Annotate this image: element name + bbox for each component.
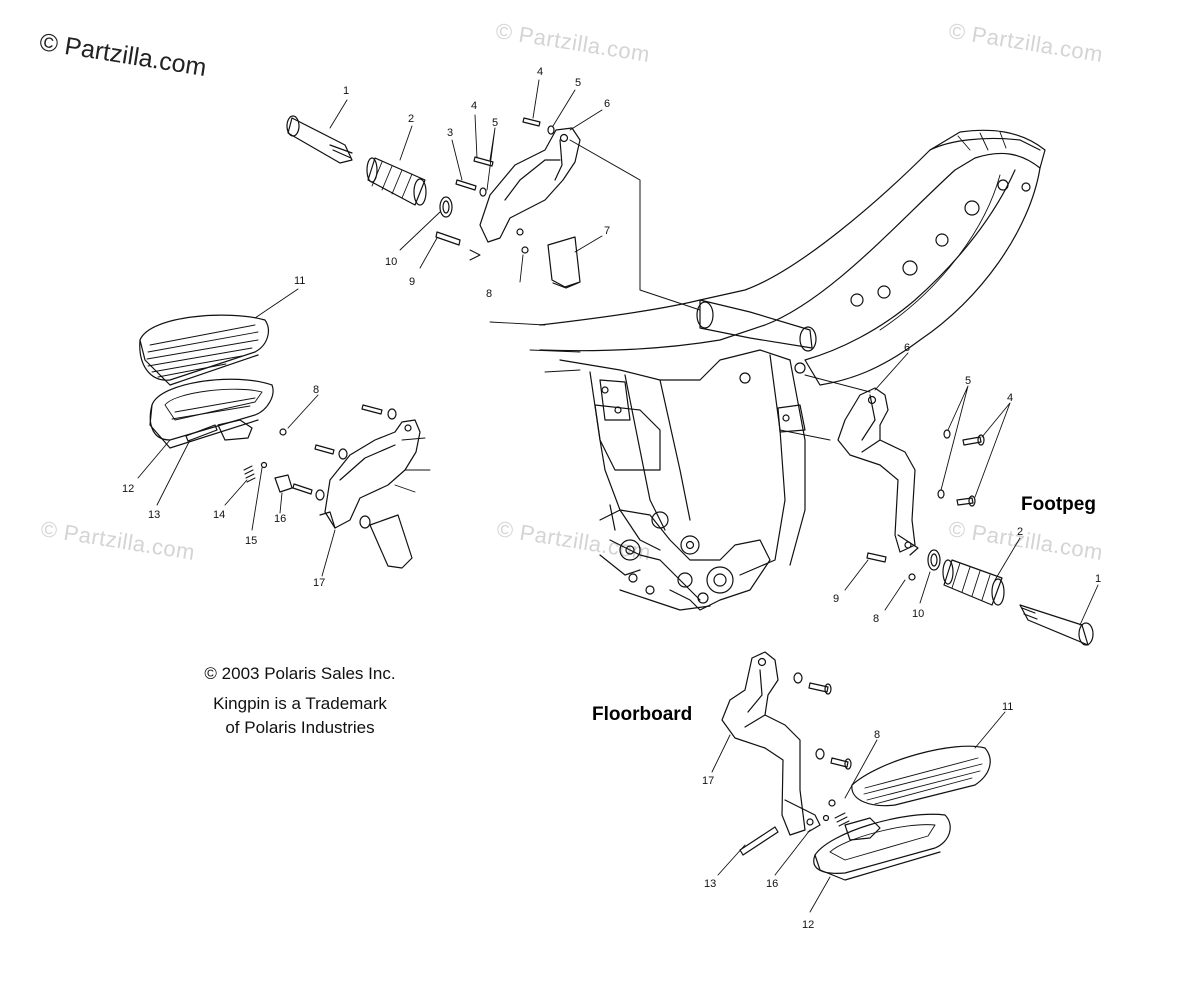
floorboard-assembly-right bbox=[721, 651, 991, 881]
callout-number: 8 bbox=[486, 288, 493, 300]
section-title-footpeg: Footpeg bbox=[1021, 494, 1096, 515]
callout-number: 10 bbox=[385, 256, 398, 268]
callout-number: 16 bbox=[766, 878, 779, 890]
callout-number: 2 bbox=[1017, 526, 1024, 538]
motorcycle-frame bbox=[489, 129, 1046, 611]
callout-number: 15 bbox=[245, 535, 258, 547]
footpeg-assembly-left bbox=[286, 115, 581, 289]
callout-number: 8 bbox=[313, 384, 320, 396]
trademark-line: Kingpin is a Trademark bbox=[213, 694, 387, 713]
callout-number: 8 bbox=[873, 613, 880, 625]
callout-number: 12 bbox=[122, 483, 135, 495]
footpeg-assembly-right bbox=[837, 387, 1094, 646]
callout-number: 2 bbox=[408, 113, 415, 125]
callout-number: 3 bbox=[447, 127, 454, 139]
callout-number: 10 bbox=[912, 608, 925, 620]
callout-number: 13 bbox=[704, 878, 717, 890]
copyright-line: © 2003 Polaris Sales Inc. bbox=[204, 664, 396, 683]
callout-number: 8 bbox=[874, 729, 881, 741]
copyright-notice: © 2003 Polaris Sales Inc. Kingpin is a T… bbox=[180, 662, 420, 740]
callout-number: 4 bbox=[471, 100, 478, 112]
floorboard-assembly-left bbox=[139, 314, 431, 569]
callout-number: 11 bbox=[1002, 701, 1014, 713]
callout-number: 6 bbox=[904, 342, 911, 354]
section-title-floorboard: Floorboard bbox=[592, 704, 693, 725]
callout-leaders bbox=[137, 79, 1099, 913]
callout-number: 5 bbox=[575, 77, 582, 89]
callout-number: 4 bbox=[537, 66, 544, 78]
callout-number: 16 bbox=[274, 513, 287, 525]
callout-number: 12 bbox=[802, 919, 815, 931]
callout-number: 14 bbox=[213, 509, 226, 521]
callout-number: 5 bbox=[965, 375, 972, 387]
callout-number: 7 bbox=[604, 225, 611, 237]
callout-number: 17 bbox=[702, 775, 715, 787]
callout-number: 17 bbox=[313, 577, 326, 589]
callout-number: 1 bbox=[343, 85, 350, 97]
callout-number: 9 bbox=[409, 276, 416, 288]
callout-number: 5 bbox=[492, 117, 499, 129]
callout-number: 4 bbox=[1007, 392, 1014, 404]
callout-number: 9 bbox=[833, 593, 840, 605]
callout-number: 11 bbox=[294, 275, 306, 287]
trademark-line: of Polaris Industries bbox=[225, 718, 375, 737]
callout-number: 1 bbox=[1095, 573, 1102, 585]
callout-number: 6 bbox=[604, 98, 611, 110]
callout-number: 13 bbox=[148, 509, 161, 521]
